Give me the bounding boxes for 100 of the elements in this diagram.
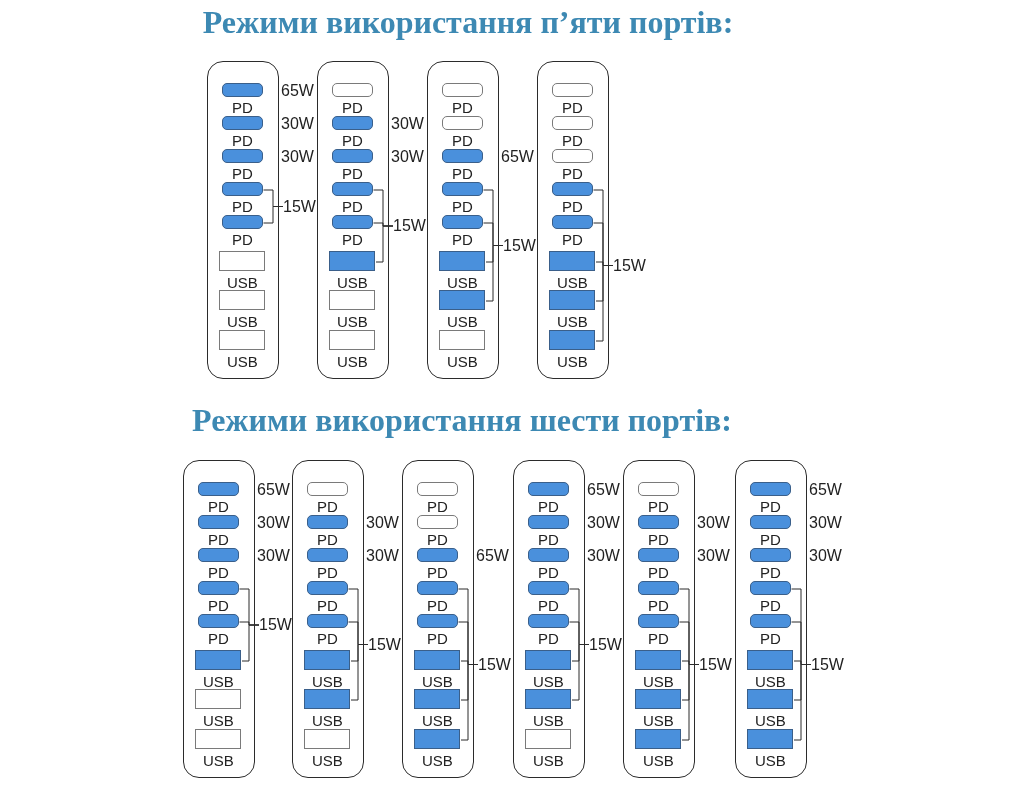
port-label: USB bbox=[642, 752, 674, 768]
usb-a-port bbox=[747, 729, 794, 750]
bracket-line bbox=[375, 225, 394, 263]
wattage-label: 30W bbox=[281, 149, 314, 165]
usb-a-port bbox=[525, 689, 572, 710]
usb-c-port bbox=[637, 515, 679, 530]
port-label: PD bbox=[316, 531, 338, 547]
wattage-label: 30W bbox=[697, 548, 730, 564]
port-label: USB bbox=[642, 712, 674, 728]
wattage-label: 15W bbox=[259, 617, 292, 633]
port-label: USB bbox=[421, 673, 453, 689]
port-label: PD bbox=[341, 99, 363, 115]
wattage-label: 15W bbox=[613, 257, 646, 274]
usb-a-port bbox=[304, 689, 351, 710]
usb-a-port bbox=[747, 689, 794, 710]
port-label: PD bbox=[426, 597, 448, 613]
wattage-label: 30W bbox=[391, 116, 424, 132]
usb-c-port bbox=[197, 482, 239, 497]
port-label: PD bbox=[231, 99, 253, 115]
usb-c-port bbox=[331, 83, 373, 98]
port-label: USB bbox=[532, 752, 564, 768]
port-label: PD bbox=[537, 597, 559, 613]
wattage-label: 30W bbox=[809, 548, 842, 564]
bracket-line bbox=[681, 664, 700, 741]
usb-a-port bbox=[439, 330, 486, 351]
wattage-label: 30W bbox=[257, 548, 290, 564]
port-label: PD bbox=[647, 597, 669, 613]
port-label: PD bbox=[426, 564, 448, 580]
usb-c-port bbox=[441, 149, 483, 164]
wattage-label: 15W bbox=[368, 636, 401, 653]
usb-c-port bbox=[221, 215, 263, 230]
port-label: PD bbox=[537, 564, 559, 580]
port-label: PD bbox=[561, 165, 583, 181]
usb-c-port bbox=[749, 581, 791, 596]
port-label: USB bbox=[532, 712, 564, 728]
charger-panel bbox=[537, 61, 609, 379]
usb-a-port bbox=[219, 290, 266, 311]
port-label: USB bbox=[311, 673, 343, 689]
usb-c-port bbox=[221, 182, 263, 197]
port-label: USB bbox=[336, 353, 368, 369]
port-label: PD bbox=[316, 597, 338, 613]
bracket-line bbox=[595, 265, 614, 342]
port-label: USB bbox=[446, 353, 478, 369]
port-label: PD bbox=[316, 498, 338, 514]
usb-c-port bbox=[551, 116, 593, 131]
usb-c-port bbox=[441, 182, 483, 197]
wattage-label: 30W bbox=[366, 515, 399, 531]
charger-panel bbox=[513, 460, 585, 778]
usb-c-port bbox=[749, 515, 791, 530]
port-label: USB bbox=[421, 712, 453, 728]
port-label: PD bbox=[231, 198, 253, 214]
port-label: PD bbox=[561, 198, 583, 214]
usb-c-port bbox=[749, 482, 791, 497]
port-label: USB bbox=[421, 752, 453, 768]
bracket-line bbox=[460, 664, 479, 741]
usb-a-port bbox=[439, 251, 486, 272]
usb-c-port bbox=[331, 182, 373, 197]
wattage-label: 30W bbox=[697, 515, 730, 531]
usb-c-port bbox=[331, 215, 373, 230]
wattage-label: 15W bbox=[811, 656, 844, 673]
port-label: USB bbox=[556, 274, 588, 290]
port-label: PD bbox=[451, 165, 473, 181]
usb-c-port bbox=[527, 482, 569, 497]
port-label: PD bbox=[759, 564, 781, 580]
charger-panel bbox=[427, 61, 499, 379]
port-label: USB bbox=[754, 673, 786, 689]
port-label: USB bbox=[311, 752, 343, 768]
usb-c-port bbox=[197, 581, 239, 596]
bracket-line bbox=[241, 624, 260, 662]
usb-a-port bbox=[747, 650, 794, 671]
usb-a-port bbox=[414, 689, 461, 710]
usb-a-port bbox=[635, 689, 682, 710]
usb-a-port bbox=[329, 290, 376, 311]
port-label: USB bbox=[202, 752, 234, 768]
usb-a-port bbox=[549, 251, 596, 272]
usb-c-port bbox=[306, 581, 348, 596]
port-label: PD bbox=[426, 498, 448, 514]
port-label: PD bbox=[451, 231, 473, 247]
port-label: PD bbox=[759, 597, 781, 613]
port-label: PD bbox=[426, 630, 448, 646]
usb-c-port bbox=[306, 614, 348, 629]
wattage-label: 65W bbox=[281, 83, 314, 99]
port-label: PD bbox=[341, 132, 363, 148]
port-label: PD bbox=[759, 498, 781, 514]
port-label: USB bbox=[532, 673, 564, 689]
usb-c-port bbox=[197, 515, 239, 530]
usb-c-port bbox=[197, 548, 239, 563]
usb-c-port bbox=[527, 515, 569, 530]
usb-a-port bbox=[195, 729, 242, 750]
port-label: PD bbox=[647, 498, 669, 514]
wattage-label: 15W bbox=[478, 656, 511, 673]
usb-c-port bbox=[306, 548, 348, 563]
port-label: USB bbox=[226, 353, 258, 369]
usb-c-port bbox=[749, 548, 791, 563]
usb-a-port bbox=[525, 729, 572, 750]
usb-a-port bbox=[525, 650, 572, 671]
port-label: PD bbox=[537, 531, 559, 547]
usb-a-port bbox=[635, 650, 682, 671]
usb-a-port bbox=[195, 689, 242, 710]
port-label: USB bbox=[642, 673, 674, 689]
